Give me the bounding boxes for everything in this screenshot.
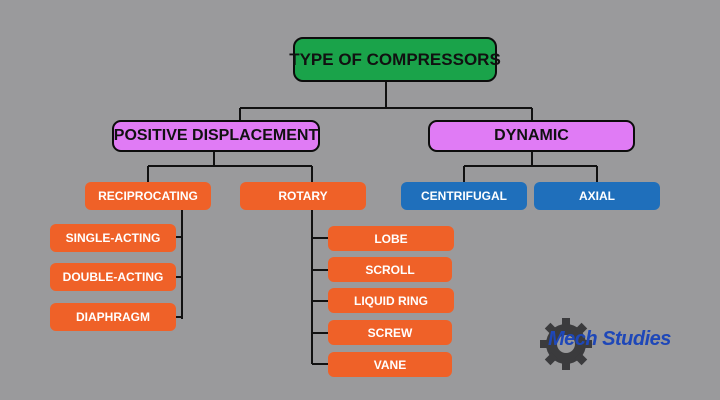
logo-text: Mech Studies [548, 328, 671, 350]
node-liquid-ring: LIQUID RING [328, 288, 454, 313]
node-single-acting: SINGLE-ACTING [50, 224, 176, 252]
gear-icon [540, 318, 592, 370]
node-vane: VANE [328, 352, 452, 377]
node-reciprocating: RECIPROCATING [85, 182, 211, 210]
node-lobe: LOBE [328, 226, 454, 251]
node-centrifugal: CENTRIFUGAL [401, 182, 527, 210]
node-screw: SCREW [328, 320, 452, 345]
root-node: TYPE OF COMPRESSORS [289, 37, 501, 82]
category-dynamic: DYNAMIC [428, 120, 635, 152]
node-axial: AXIAL [534, 182, 660, 210]
node-rotary: ROTARY [240, 182, 366, 210]
node-double-acting: DOUBLE-ACTING [50, 263, 176, 291]
node-diaphragm: DIAPHRAGM [50, 303, 176, 331]
node-scroll: SCROLL [328, 257, 452, 282]
mech-studies-logo: Mech Studies [536, 314, 676, 374]
category-positive-displacement: POSITIVE DISPLACEMENT [112, 120, 320, 152]
